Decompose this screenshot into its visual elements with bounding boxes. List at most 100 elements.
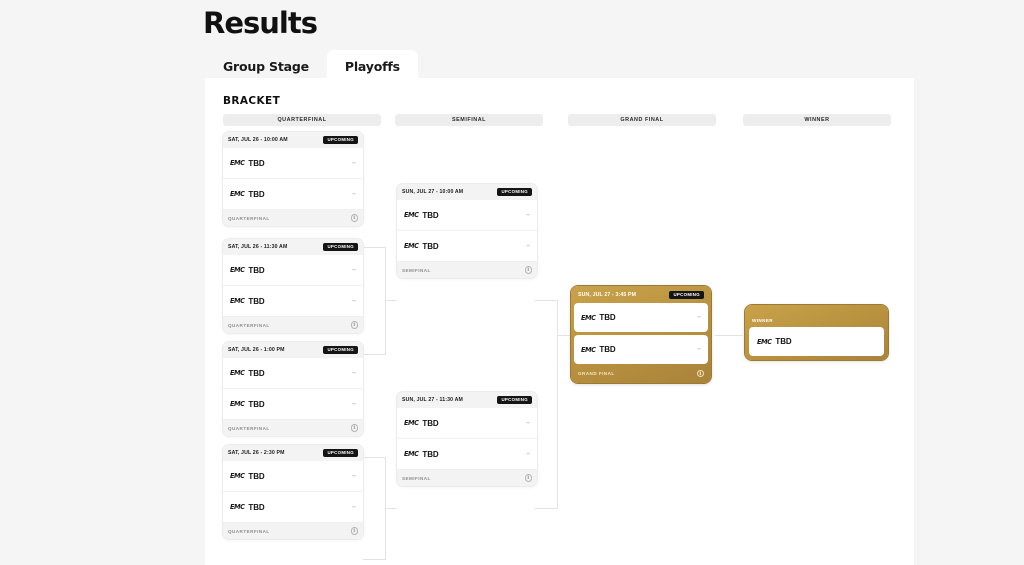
match-footer: SEMIFINAL i: [397, 262, 537, 278]
team-name: TBD: [248, 265, 265, 275]
team-logo-icon: EMC: [230, 369, 245, 377]
match-footer: SEMIFINAL i: [397, 470, 537, 486]
match-header: SAT, JUL 26 - 1:00 PM UPCOMING: [223, 342, 363, 358]
info-icon[interactable]: i: [350, 527, 358, 535]
bracket-panel: BRACKET QUARTERFINAL SEMIFINAL GRAND FIN…: [205, 78, 914, 565]
status-badge: UPCOMING: [323, 135, 358, 145]
connector: [385, 508, 397, 509]
match-header: SAT, JUL 26 - 11:30 AM UPCOMING: [223, 239, 363, 255]
match-card-grand-final[interactable]: SUN, JUL 27 - 3:45 PM UPCOMING EMC TBD –…: [571, 286, 711, 383]
team-name: TBD: [775, 337, 792, 346]
connector: [363, 559, 385, 560]
match-card-semifinal-2[interactable]: SUN, JUL 27 - 11:30 AM UPCOMING EMC TBD …: [397, 392, 537, 486]
status-badge: UPCOMING: [323, 345, 358, 355]
team-score: –: [697, 346, 701, 353]
status-badge: UPCOMING: [497, 395, 532, 405]
team-name: TBD: [248, 296, 265, 306]
team-name: TBD: [599, 345, 616, 354]
column-header-winner: WINNER: [743, 114, 891, 126]
team-logo-icon: EMC: [581, 345, 596, 354]
connector: [535, 508, 557, 509]
team-logo-icon: EMC: [404, 242, 419, 250]
match-card-quarterfinal-3[interactable]: SAT, JUL 26 - 1:00 PM UPCOMING EMC TBD –…: [223, 342, 363, 436]
tab-group-stage[interactable]: Group Stage: [223, 59, 309, 74]
match-header: SUN, JUL 27 - 3:45 PM UPCOMING: [574, 289, 708, 303]
info-icon[interactable]: i: [350, 321, 358, 329]
match-footer: QUARTERFINAL i: [223, 420, 363, 436]
info-icon[interactable]: i: [696, 369, 704, 378]
connector: [385, 247, 386, 355]
connector: [363, 247, 385, 248]
team-score: –: [526, 242, 530, 250]
match-card-quarterfinal-1[interactable]: SAT, JUL 26 - 10:00 AM UPCOMING EMC TBD …: [223, 132, 363, 226]
match-stage-label: QUARTERFINAL: [228, 322, 270, 328]
team-name: TBD: [248, 368, 265, 378]
match-header: SAT, JUL 26 - 2:30 PM UPCOMING: [223, 445, 363, 461]
winner-badge: WINNER: [752, 318, 774, 323]
match-header: SUN, JUL 27 - 11:30 AM UPCOMING: [397, 392, 537, 408]
connector: [385, 300, 397, 301]
connector: [363, 354, 385, 355]
match-stage-label: GRAND FINAL: [578, 371, 615, 376]
match-footer: QUARTERFINAL i: [223, 210, 363, 226]
match-footer: QUARTERFINAL i: [223, 523, 363, 539]
match-stage-label: SEMIFINAL: [402, 475, 431, 481]
info-icon[interactable]: i: [350, 424, 358, 432]
match-card-semifinal-1[interactable]: SUN, JUL 27 - 10:00 AM UPCOMING EMC TBD …: [397, 184, 537, 278]
winner-card[interactable]: WINNER EMC TBD: [745, 305, 888, 360]
team-row: EMC TBD –: [397, 231, 537, 262]
team-row: EMC TBD –: [397, 439, 537, 470]
team-row: EMC TBD –: [397, 200, 537, 231]
team-name: TBD: [422, 418, 439, 428]
match-datetime: SUN, JUL 27 - 3:45 PM: [578, 292, 637, 298]
team-row: EMC TBD –: [223, 461, 363, 492]
team-logo-icon: EMC: [581, 313, 596, 322]
team-score: –: [352, 297, 356, 305]
team-logo-icon: EMC: [230, 400, 245, 408]
column-header-label: GRAND FINAL: [620, 117, 664, 123]
bracket-heading: BRACKET: [223, 95, 281, 107]
winner-team-row: EMC TBD: [749, 327, 884, 356]
connector: [557, 335, 571, 336]
match-stage-label: QUARTERFINAL: [228, 215, 270, 221]
column-header-grand-final: GRAND FINAL: [568, 114, 716, 126]
column-header-label: WINNER: [804, 117, 830, 123]
status-badge: UPCOMING: [323, 448, 358, 458]
column-header-label: QUARTERFINAL: [277, 117, 327, 123]
team-name: TBD: [248, 189, 265, 199]
team-logo-icon: EMC: [230, 266, 245, 274]
team-score: –: [352, 190, 356, 198]
match-datetime: SAT, JUL 26 - 11:30 AM: [228, 244, 288, 250]
match-datetime: SAT, JUL 26 - 10:00 AM: [228, 137, 288, 143]
match-stage-label: SEMIFINAL: [402, 267, 431, 273]
team-name: TBD: [248, 158, 265, 168]
match-footer: QUARTERFINAL i: [223, 317, 363, 333]
team-logo-icon: EMC: [230, 190, 245, 198]
match-stage-label: QUARTERFINAL: [228, 528, 270, 534]
team-logo-icon: EMC: [230, 503, 245, 511]
match-datetime: SUN, JUL 27 - 10:00 AM: [402, 189, 464, 195]
connector: [535, 300, 557, 301]
team-logo-icon: EMC: [404, 211, 419, 219]
team-score: –: [526, 211, 530, 219]
status-badge: UPCOMING: [497, 187, 532, 197]
team-score: –: [352, 159, 356, 167]
info-icon[interactable]: i: [524, 266, 532, 274]
team-row: EMC TBD –: [223, 179, 363, 210]
team-name: TBD: [248, 471, 265, 481]
team-name: TBD: [248, 399, 265, 409]
match-datetime: SAT, JUL 26 - 2:30 PM: [228, 450, 285, 456]
match-header: SUN, JUL 27 - 10:00 AM UPCOMING: [397, 184, 537, 200]
info-icon[interactable]: i: [524, 474, 532, 482]
team-row: EMC TBD –: [397, 408, 537, 439]
match-card-quarterfinal-2[interactable]: SAT, JUL 26 - 11:30 AM UPCOMING EMC TBD …: [223, 239, 363, 333]
info-icon[interactable]: i: [350, 214, 358, 222]
team-score: –: [352, 266, 356, 274]
team-row: EMC TBD –: [574, 303, 708, 332]
team-row: EMC TBD –: [574, 335, 708, 364]
match-card-quarterfinal-4[interactable]: SAT, JUL 26 - 2:30 PM UPCOMING EMC TBD –…: [223, 445, 363, 539]
team-score: –: [352, 472, 356, 480]
status-badge: UPCOMING: [669, 290, 704, 300]
team-row: EMC TBD –: [223, 255, 363, 286]
